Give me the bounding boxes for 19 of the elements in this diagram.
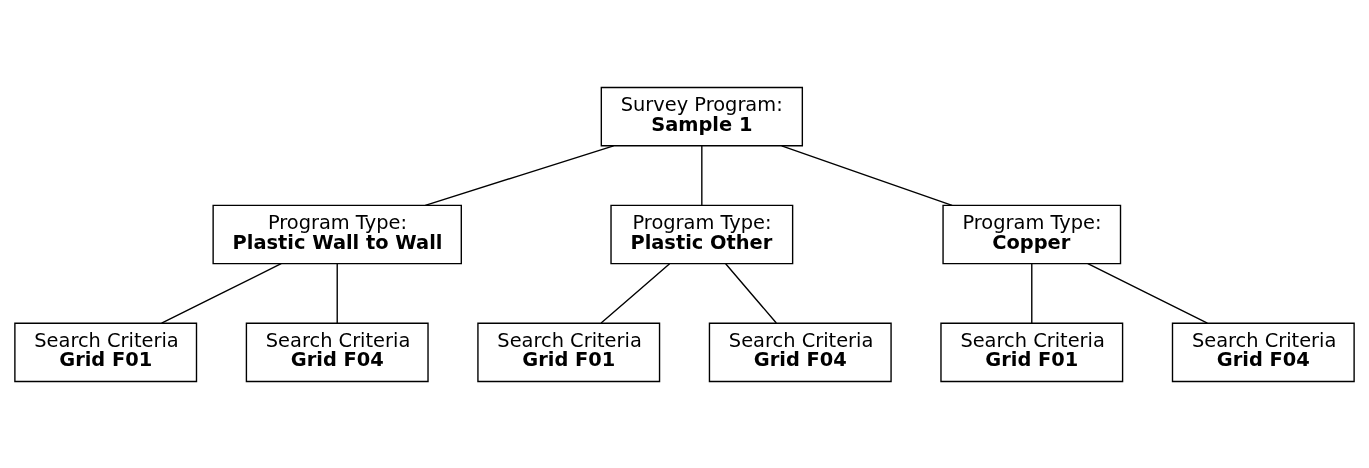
- connector: [600, 262, 671, 324]
- connector: [724, 262, 777, 324]
- node-box: Program Type: Plastic Other: [610, 204, 794, 264]
- connector: [336, 262, 338, 324]
- connector: [701, 144, 703, 206]
- connector: [160, 262, 282, 324]
- node-box: Survey Program: Sample 1: [600, 86, 804, 146]
- connector: [424, 144, 615, 206]
- node-box: Search Criteria Grid F04: [245, 322, 429, 382]
- node-box: Program Type: Copper: [942, 204, 1122, 264]
- node-box: Program Type: Plastic Wall to Wall: [212, 204, 462, 264]
- connector: [1087, 262, 1209, 324]
- node-box: Search Criteria Grid F01: [940, 322, 1124, 382]
- node-box: Search Criteria Grid F01: [477, 322, 661, 382]
- node-box: Search Criteria Grid F01: [14, 322, 198, 382]
- node-box: Search Criteria Grid F04: [708, 322, 892, 382]
- connector: [1031, 262, 1033, 324]
- connector: [781, 144, 953, 206]
- node-box: Search Criteria Grid F04: [1171, 322, 1355, 382]
